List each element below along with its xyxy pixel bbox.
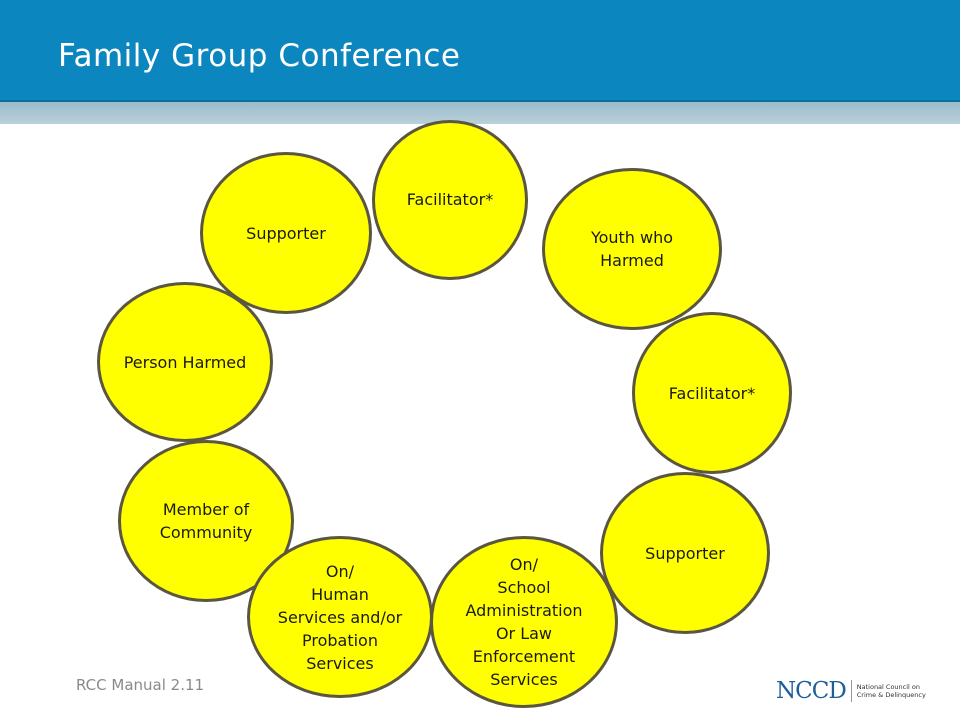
footer-caption: RCC Manual 2.11 xyxy=(76,676,205,694)
node-youth-who-harmed: Youth who Harmed xyxy=(542,168,722,330)
node-supporter-right: Supporter xyxy=(600,472,770,634)
logo-divider xyxy=(850,680,852,702)
node-label: Person Harmed xyxy=(123,352,247,372)
logo-tagline: National Council on Crime & Delinquency xyxy=(856,683,926,699)
ncdd-logo: NCCD National Council on Crime & Delinqu… xyxy=(776,676,926,706)
node-supporter-left: Supporter xyxy=(200,152,372,314)
node-label: On/ Human Services and/or Probation Serv… xyxy=(277,561,403,673)
node-person-harmed: Person Harmed xyxy=(97,282,273,442)
page-title: Family Group Conference xyxy=(58,38,461,74)
node-facilitator-right: Facilitator* xyxy=(632,312,792,474)
node-label: On/ School Administration Or Law Enforce… xyxy=(465,555,583,689)
node-label: Supporter xyxy=(246,223,326,243)
node-school-law-enforcement: On/ School Administration Or Law Enforce… xyxy=(430,536,618,708)
node-human-services: On/ Human Services and/or Probation Serv… xyxy=(247,536,433,698)
node-label: Facilitator* xyxy=(406,189,494,209)
logo-wordmark: NCCD xyxy=(776,678,847,704)
header-bar xyxy=(0,0,960,102)
node-label: Supporter xyxy=(645,543,725,563)
node-label: Facilitator* xyxy=(668,383,756,403)
header-shadow xyxy=(0,102,960,124)
node-facilitator-top: Facilitator* xyxy=(372,120,528,280)
node-label: Member of Community xyxy=(159,500,253,542)
node-label: Youth who Harmed xyxy=(590,228,674,270)
